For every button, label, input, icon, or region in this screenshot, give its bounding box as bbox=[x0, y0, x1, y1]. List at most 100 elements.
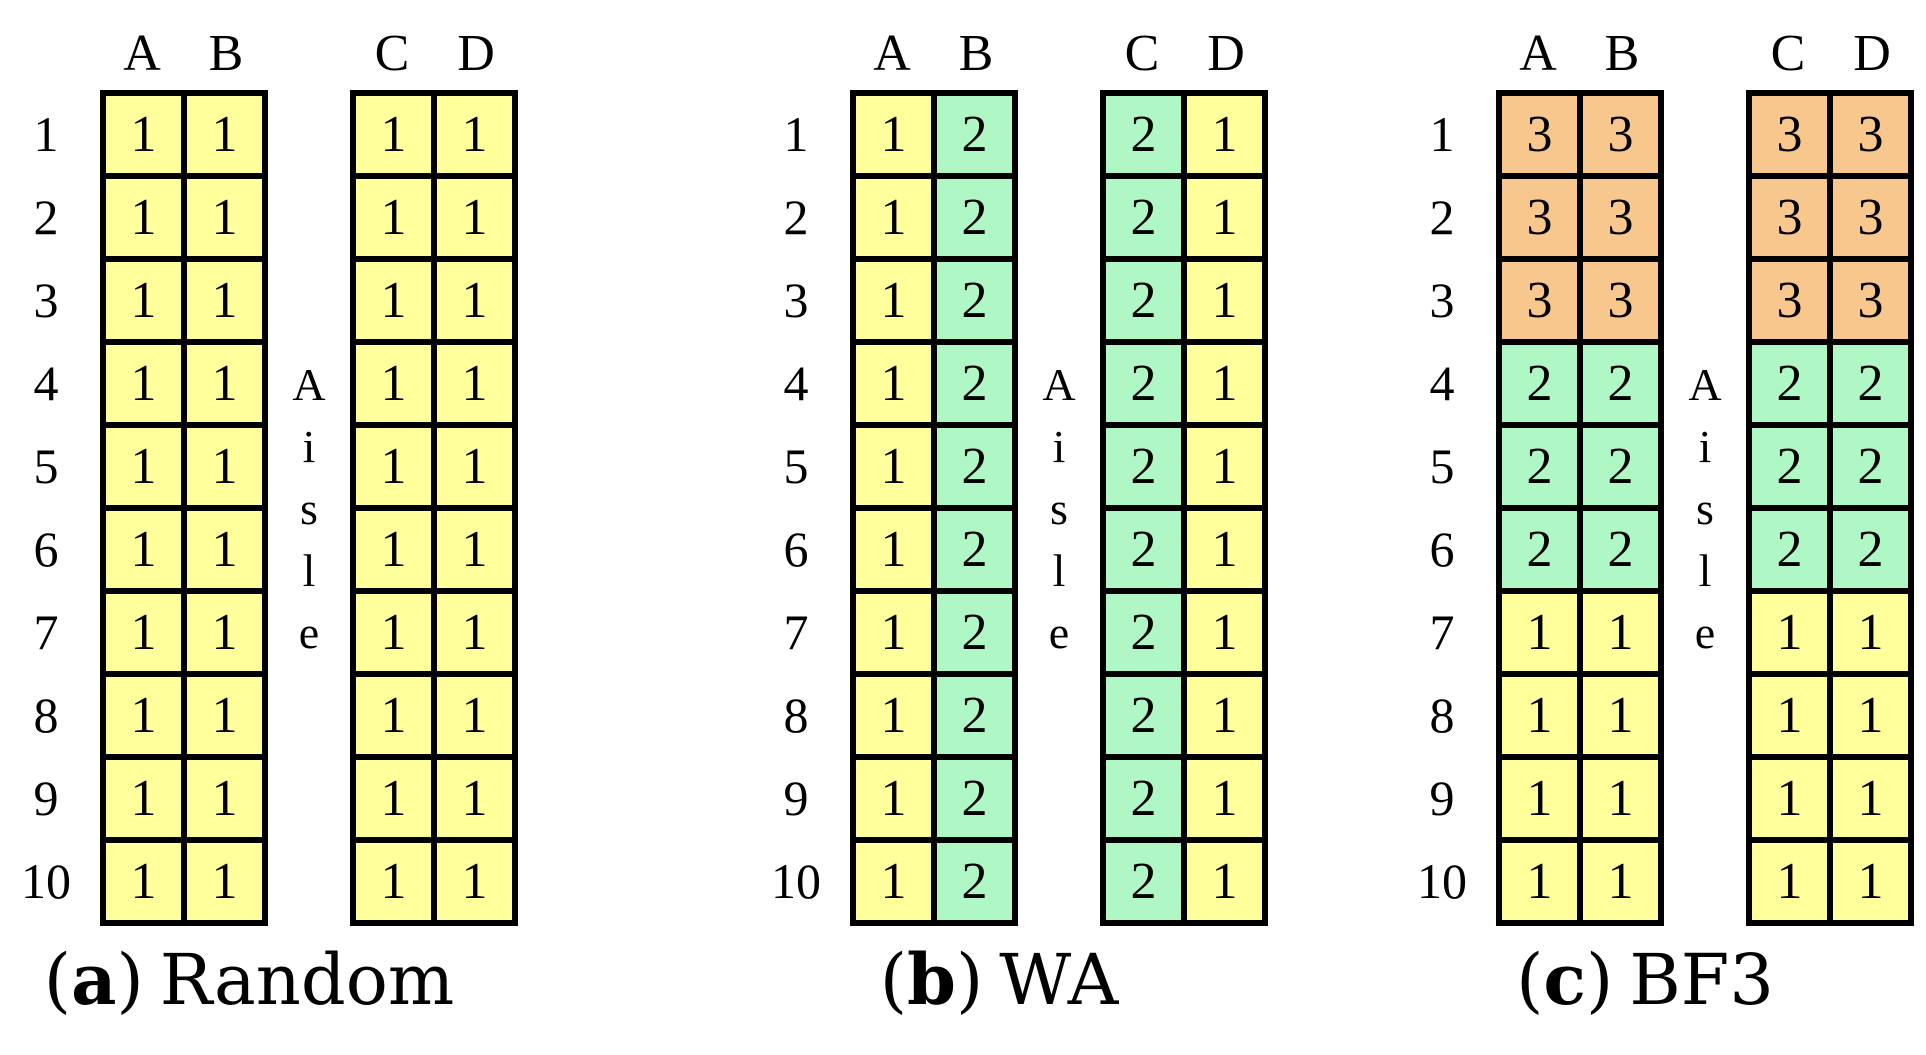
seat-cell: 1 bbox=[1181, 588, 1268, 677]
seat-cell: 1 bbox=[431, 505, 518, 594]
aisle-letter: i bbox=[1052, 421, 1066, 472]
seat-cell: 1 bbox=[1181, 671, 1268, 760]
seat-cell: 1 bbox=[1496, 671, 1583, 760]
seat-cell: 2 bbox=[1827, 422, 1914, 511]
row-number: 8 bbox=[783, 687, 809, 743]
seat-cell: 1 bbox=[431, 422, 518, 511]
aisle-letter: l bbox=[1052, 545, 1066, 596]
row-number: 1 bbox=[783, 106, 809, 162]
seat-cell: 2 bbox=[1100, 505, 1187, 594]
seat-cell: 2 bbox=[1100, 588, 1187, 677]
row-number: 7 bbox=[33, 604, 59, 660]
seat-cell: 3 bbox=[1827, 173, 1914, 262]
seat-cell: 1 bbox=[181, 422, 268, 511]
aisle-letter: e bbox=[298, 607, 320, 658]
column-header-b: B bbox=[208, 25, 244, 82]
aisle-letter: l bbox=[302, 545, 316, 596]
column-header-a: A bbox=[873, 25, 911, 82]
row-number: 5 bbox=[33, 438, 59, 494]
caption: (b)WA bbox=[730, 938, 1268, 1021]
caption: (c)BF3 bbox=[1376, 938, 1914, 1021]
seat-cell: 1 bbox=[850, 505, 937, 594]
row-number: 7 bbox=[783, 604, 809, 660]
seat-cell: 2 bbox=[1100, 671, 1187, 760]
row-number: 9 bbox=[783, 770, 809, 826]
row-number: 3 bbox=[33, 272, 59, 328]
seat-cell: 3 bbox=[1496, 173, 1583, 262]
seat-cell: 3 bbox=[1577, 173, 1664, 262]
seat-cell: 1 bbox=[350, 671, 437, 760]
caption: (a)Random bbox=[0, 938, 518, 1021]
row-number: 4 bbox=[783, 355, 809, 411]
seat-cell: 1 bbox=[181, 339, 268, 428]
seat-cell: 1 bbox=[1746, 754, 1833, 843]
seat-cell: 2 bbox=[1746, 339, 1833, 428]
column-headers-right: C D bbox=[1100, 22, 1268, 86]
column-header-c: C bbox=[374, 25, 410, 82]
seat-cell: 2 bbox=[931, 339, 1018, 428]
seat-cell: 1 bbox=[181, 173, 268, 262]
column-headers-left: A B bbox=[100, 22, 268, 86]
seat-cell: 2 bbox=[1577, 422, 1664, 511]
caption-letter: b bbox=[907, 938, 956, 1021]
row-number: 6 bbox=[33, 521, 59, 577]
caption-paren: ) bbox=[1586, 939, 1614, 1021]
seat-cell: 1 bbox=[1577, 754, 1664, 843]
seat-cell: 1 bbox=[431, 754, 518, 843]
row-number: 1 bbox=[1429, 106, 1455, 162]
seat-cell: 2 bbox=[1100, 256, 1187, 345]
seat-cell: 1 bbox=[181, 90, 268, 179]
seat-cell: 1 bbox=[850, 588, 937, 677]
seat-cell: 1 bbox=[431, 837, 518, 926]
caption-letter: a bbox=[71, 938, 117, 1021]
seat-cell: 1 bbox=[1827, 671, 1914, 760]
caption-label: Random bbox=[159, 939, 455, 1021]
seat-cell: 1 bbox=[100, 754, 187, 843]
row-number: 4 bbox=[1429, 355, 1455, 411]
row-number: 9 bbox=[33, 770, 59, 826]
seat-cell: 1 bbox=[1496, 754, 1583, 843]
seat-cell: 1 bbox=[350, 754, 437, 843]
seat-cell: 1 bbox=[1496, 837, 1583, 926]
caption-paren: ( bbox=[43, 939, 72, 1021]
seat-cell: 2 bbox=[931, 90, 1018, 179]
row-number: 8 bbox=[1429, 687, 1455, 743]
aisle-letter: A bbox=[1688, 359, 1722, 410]
seat-cell: 1 bbox=[181, 505, 268, 594]
